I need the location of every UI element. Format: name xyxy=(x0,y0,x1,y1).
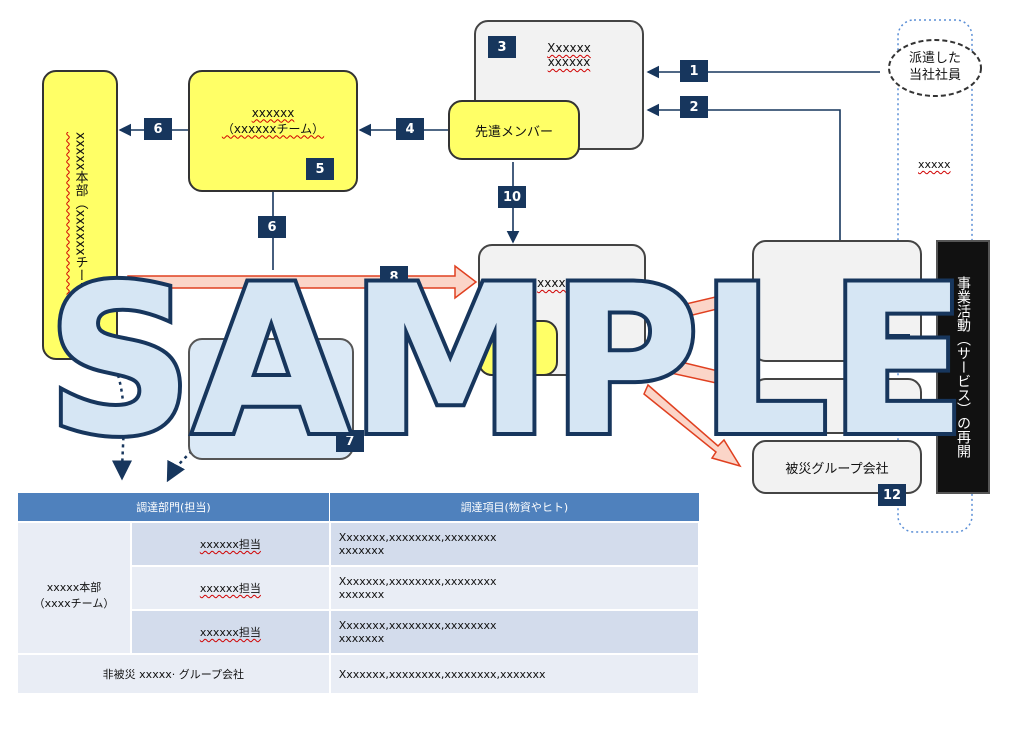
group-cell: xxxxx本部 （xxxxチーム） xyxy=(16,521,132,655)
sample-watermark: SAMPLE xyxy=(43,262,971,462)
right-top-tag: 13 xyxy=(882,334,910,356)
arrow-red-right-2 xyxy=(647,354,748,394)
senken-member: 先遣メンバー xyxy=(448,100,580,160)
tantou-1: xxxxxx担当 xyxy=(199,538,261,551)
arrow-red-right-1 xyxy=(651,286,747,325)
items-3: Xxxxxxx,xxxxxxxx,xxxxxxxx xxxxxxx xyxy=(328,609,701,655)
node-7 xyxy=(188,338,354,460)
arrow-red-right-3 xyxy=(643,383,742,468)
hisai-label: 被災グループ会社 xyxy=(785,462,889,477)
node-5-label: xxxxxx （xxxxxxチーム） xyxy=(221,105,325,136)
arrow-10-tag: 10 xyxy=(498,186,526,208)
node-5-tag: 5 xyxy=(306,158,334,180)
last-name: 非被災 xxxxx· グループ会社 xyxy=(16,653,331,695)
senken-label: 先遣メンバー xyxy=(474,124,553,140)
arrow-2-tag: 2 xyxy=(680,96,708,118)
table-row: xxxxxx担当 xyxy=(130,521,331,567)
right-mid-node xyxy=(752,378,922,434)
side-xxxxx: xxxxx xyxy=(918,158,951,171)
last-items: Xxxxxxx,xxxxxxxx,xxxxxxxx,xxxxxxx xyxy=(328,653,701,695)
table-row: xxxxxx担当 xyxy=(130,609,331,655)
arrow-4-tag: 4 xyxy=(396,118,424,140)
haken-label: 派遣した 当社社員 xyxy=(908,51,961,83)
table-row: xxxxxx担当 xyxy=(130,565,331,611)
hisai-tag: 12 xyxy=(878,484,906,506)
arrow-8 xyxy=(127,264,478,300)
jigyou-box: 事業活動（サービス）の再開 xyxy=(936,240,990,494)
honbu-vertical: xxxxx本部（xxxxxxチーム xyxy=(42,70,118,360)
node-3-label: Xxxxxx xxxxxx xyxy=(547,41,591,69)
node-3-tag: 3 xyxy=(488,36,516,58)
haken-ellipse xyxy=(888,39,982,97)
sample-watermark-text: SAMPLE xyxy=(47,262,967,462)
header-dept: 調達部門(担当) xyxy=(16,492,331,523)
tantou-2: xxxxxx担当 xyxy=(199,582,261,595)
arrow-1-tag: 1 xyxy=(680,60,708,82)
group-label: xxxxx本部 （xxxxチーム） xyxy=(33,580,115,610)
center-label: xxxxxxx xyxy=(537,276,587,290)
procurement-table: 調達部門(担当) 調達項目(物資やヒト) xxxxx本部 （xxxxチーム） x… xyxy=(16,492,701,695)
arrow-6b-tag: 6 xyxy=(258,216,286,238)
jigyou-label: 事業活動（サービス）の再開 xyxy=(955,276,971,458)
arrow-8-tag: 8 xyxy=(380,266,408,288)
arrow-6a-tag: 6 xyxy=(144,118,172,140)
header-items: 調達項目(物資やヒト) xyxy=(329,492,700,523)
tantou-3: xxxxxx担当 xyxy=(199,626,261,639)
honbu-label: xxxxx本部（xxxxxxチーム xyxy=(72,132,88,295)
arrow-2 xyxy=(646,103,841,240)
items-2: Xxxxxxx,xxxxxxxx,xxxxxxxx xxxxxxx xyxy=(328,565,701,611)
node-7-tag: 7 xyxy=(336,430,364,452)
items-1: Xxxxxxx,xxxxxxxx,xxxxxxxx xxxxxxx xyxy=(328,521,701,567)
dotted-arrow-left xyxy=(112,374,133,481)
center-yellow xyxy=(478,320,558,376)
